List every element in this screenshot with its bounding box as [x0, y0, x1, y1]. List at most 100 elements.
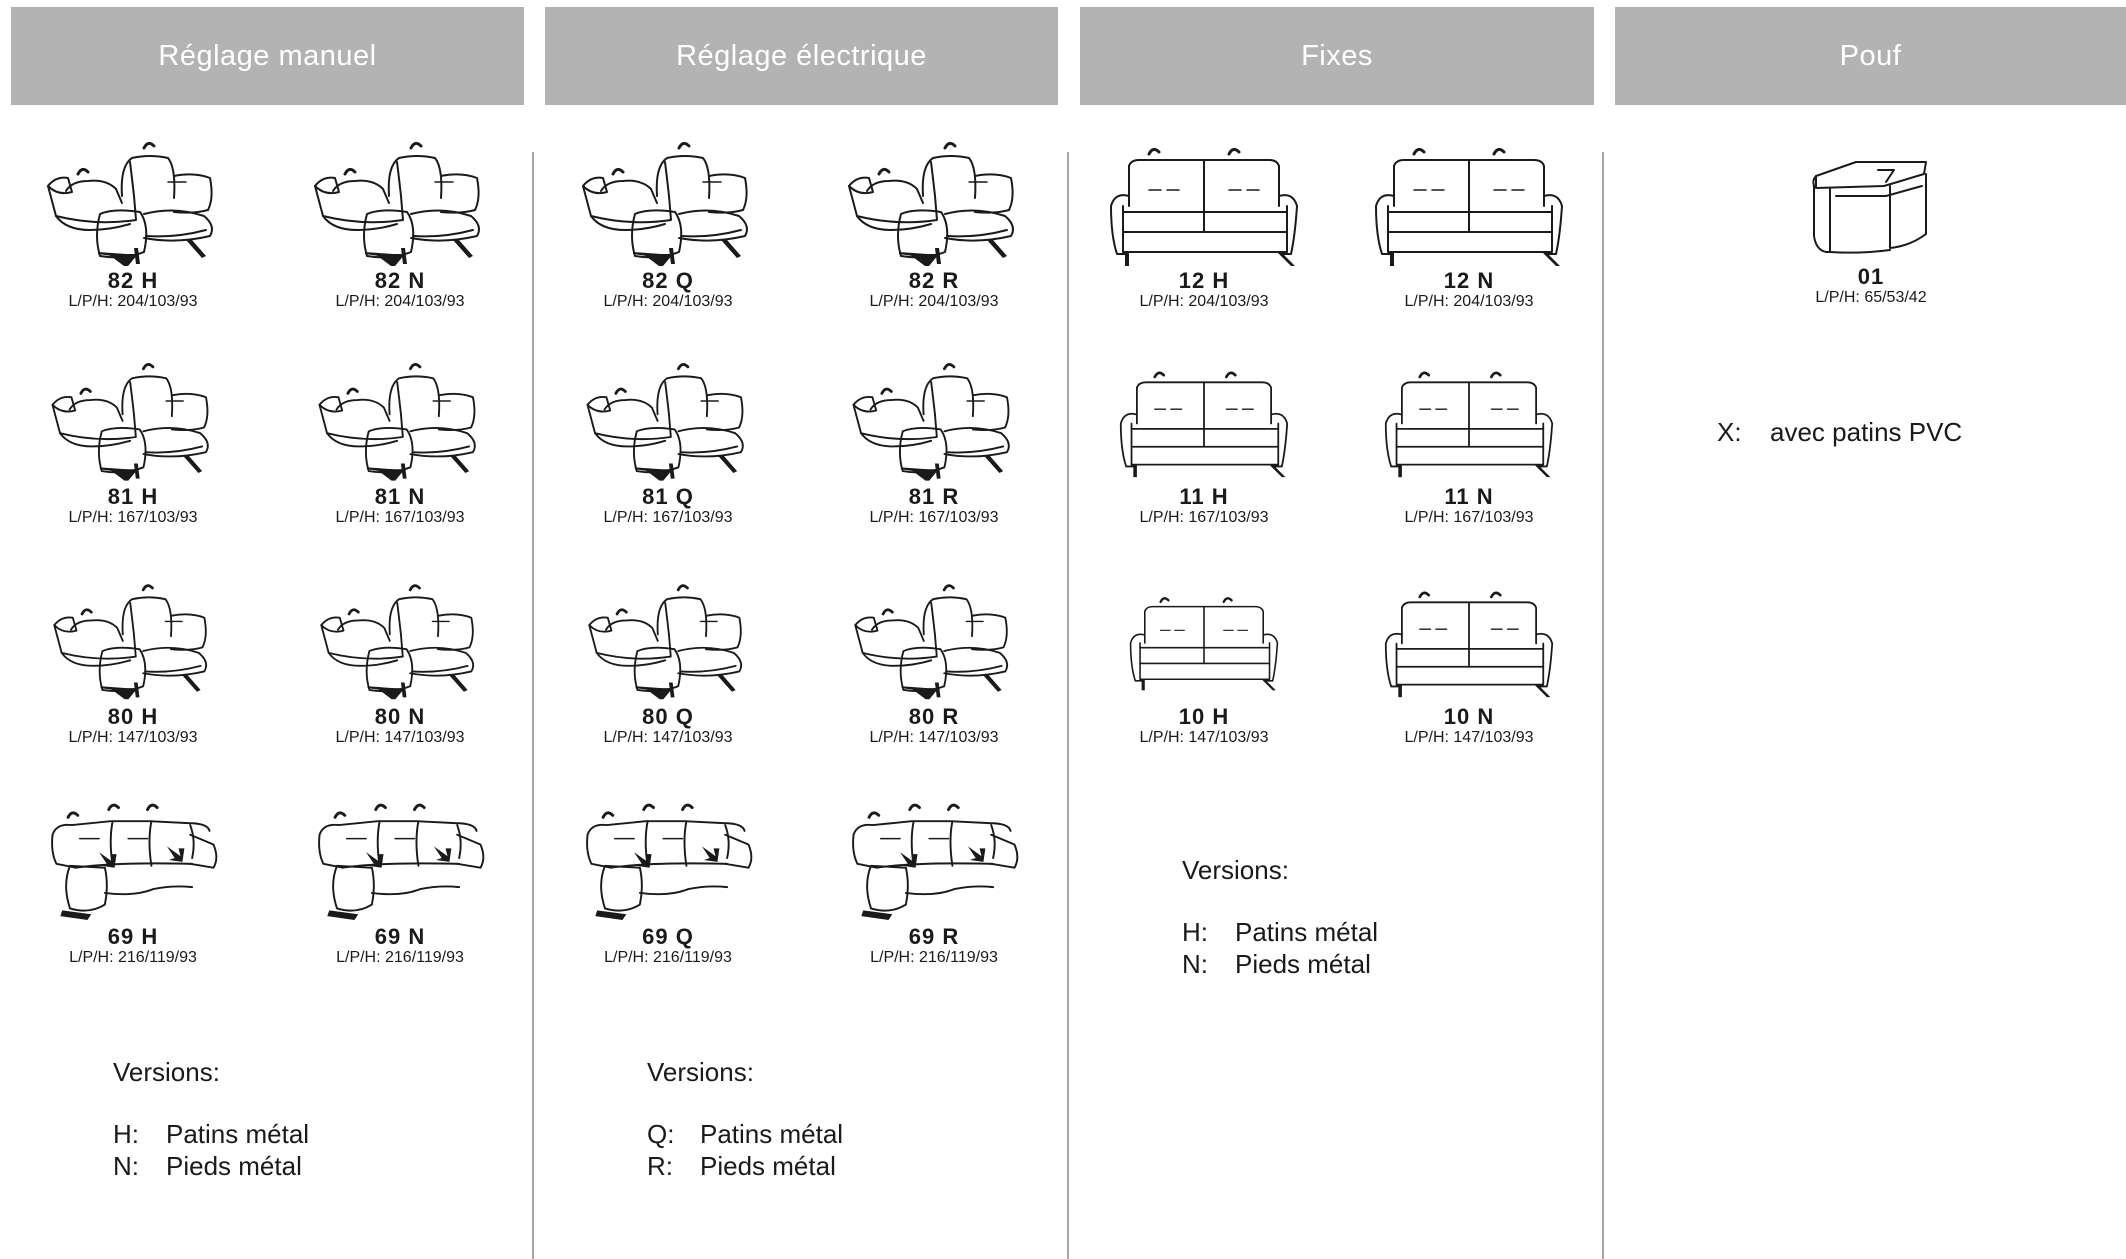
- product-dimensions: L/P/H: 167/103/93: [1139, 509, 1269, 526]
- pouf-note-row: X:avec patins PVC: [1717, 417, 1963, 447]
- product-80r: 80 R L/P/H: 147/103/93: [814, 576, 1054, 747]
- recliner-drawing-icon: [580, 576, 756, 702]
- sofa-drawing-icon: [1119, 356, 1289, 482]
- product-code: 82 R: [908, 268, 960, 293]
- versions-title: Versions:: [647, 1057, 754, 1087]
- recliner-drawing-icon: [38, 136, 228, 266]
- product-code: 80 N: [374, 704, 426, 729]
- product-code: 82 Q: [642, 268, 694, 293]
- version-row: N:Pieds métal: [113, 1151, 302, 1181]
- product-code: 69 R: [908, 924, 960, 949]
- product-dimensions: L/P/H: 167/103/93: [335, 509, 465, 526]
- header-pouf: Pouf: [1615, 7, 2126, 105]
- product-dimensions: L/P/H: 204/103/93: [68, 293, 198, 310]
- product-code: 12 N: [1443, 268, 1495, 293]
- sofa-drawing-icon: [1104, 136, 1304, 266]
- product-dimensions: L/P/H: 147/103/93: [1139, 729, 1269, 746]
- recliner3-drawing-icon: [839, 796, 1029, 922]
- product-code: 12 H: [1178, 268, 1230, 293]
- recliner3-drawing-icon: [305, 796, 495, 922]
- recliner-drawing-icon: [310, 356, 490, 482]
- product-code: 01: [1857, 264, 1885, 289]
- product-code: 69 Q: [642, 924, 694, 949]
- sofa-drawing-icon: [1129, 576, 1279, 702]
- product-code: 69 N: [374, 924, 426, 949]
- product-10h: 10 H L/P/H: 147/103/93: [1084, 576, 1324, 747]
- recliner-drawing-icon: [45, 576, 221, 702]
- product-code: 11 N: [1444, 484, 1494, 509]
- versions-note: Versions: H:Patins métal N:Pieds métal: [113, 1056, 309, 1182]
- product-69q: 69 Q L/P/H: 216/119/93: [548, 796, 788, 967]
- product-dimensions: L/P/H: 167/103/93: [1404, 509, 1534, 526]
- product-dimensions: L/P/H: 167/103/93: [869, 509, 999, 526]
- product-82h: 82 H L/P/H: 204/103/93: [13, 136, 253, 311]
- product-81n: 81 N L/P/H: 167/103/93: [280, 356, 520, 527]
- column-divider: [1602, 152, 1604, 1259]
- sofa-drawing-icon: [1369, 136, 1569, 266]
- recliner-drawing-icon: [839, 136, 1029, 266]
- product-81q: 81 Q L/P/H: 167/103/93: [548, 356, 788, 527]
- product-code: 80 R: [908, 704, 960, 729]
- product-dimensions: L/P/H: 167/103/93: [68, 509, 198, 526]
- product-12h: 12 H L/P/H: 204/103/93: [1084, 136, 1324, 311]
- product-code: 81 H: [107, 484, 159, 509]
- recliner-drawing-icon: [844, 356, 1024, 482]
- product-code: 82 N: [374, 268, 426, 293]
- versions-note: Versions: Q:Patins métal R:Pieds métal: [647, 1056, 843, 1182]
- sofa-drawing-icon: [1384, 356, 1554, 482]
- recliner-drawing-icon: [305, 136, 495, 266]
- product-69h: 69 H L/P/H: 216/119/93: [13, 796, 253, 967]
- column-divider: [532, 152, 534, 1259]
- version-row: H:Patins métal: [113, 1119, 310, 1149]
- product-code: 80 Q: [642, 704, 694, 729]
- version-row: R:Pieds métal: [647, 1151, 836, 1181]
- product-80n: 80 N L/P/H: 147/103/93: [280, 576, 520, 747]
- product-code: 10 H: [1178, 704, 1230, 729]
- product-80q: 80 Q L/P/H: 147/103/93: [548, 576, 788, 747]
- versions-title: Versions:: [113, 1057, 220, 1087]
- product-dimensions: L/P/H: 204/103/93: [603, 293, 733, 310]
- version-row: H:Patins métal: [1182, 917, 1379, 947]
- product-dimensions: L/P/H: 204/103/93: [1404, 293, 1534, 310]
- product-69r: 69 R L/P/H: 216/119/93: [814, 796, 1054, 967]
- product-81r: 81 R L/P/H: 167/103/93: [814, 356, 1054, 527]
- product-82n: 82 N L/P/H: 204/103/93: [280, 136, 520, 311]
- recliner-drawing-icon: [573, 136, 763, 266]
- recliner-drawing-icon: [43, 356, 223, 482]
- product-01: 01 L/P/H: 65/53/42: [1751, 140, 1991, 307]
- recliner-drawing-icon: [578, 356, 758, 482]
- product-11h: 11 H L/P/H: 167/103/93: [1084, 356, 1324, 527]
- versions-note: Versions: H:Patins métal N:Pieds métal: [1182, 854, 1378, 980]
- product-69n: 69 N L/P/H: 216/119/93: [280, 796, 520, 967]
- product-code: 81 Q: [642, 484, 694, 509]
- recliner3-drawing-icon: [573, 796, 763, 922]
- product-81h: 81 H L/P/H: 167/103/93: [13, 356, 253, 527]
- header-reglage-electrique: Réglage électrique: [545, 7, 1058, 105]
- header-reglage-manuel: Réglage manuel: [11, 7, 524, 105]
- column-divider: [1067, 152, 1069, 1259]
- sofa-drawing-icon: [1384, 576, 1554, 702]
- product-82r: 82 R L/P/H: 204/103/93: [814, 136, 1054, 311]
- product-code: 82 H: [107, 268, 159, 293]
- pouf-note: X:avec patins PVC: [1717, 416, 1962, 448]
- product-code: 11 H: [1179, 484, 1229, 509]
- recliner3-drawing-icon: [38, 796, 228, 922]
- product-dimensions: L/P/H: 147/103/93: [1404, 729, 1534, 746]
- product-code: 81 R: [908, 484, 960, 509]
- product-82q: 82 Q L/P/H: 204/103/93: [548, 136, 788, 311]
- product-code: 10 N: [1443, 704, 1495, 729]
- pouf-drawing-icon: [1806, 140, 1936, 262]
- product-dimensions: L/P/H: 167/103/93: [603, 509, 733, 526]
- product-dimensions: L/P/H: 204/103/93: [869, 293, 999, 310]
- product-dimensions: L/P/H: 204/103/93: [1139, 293, 1269, 310]
- recliner-drawing-icon: [312, 576, 488, 702]
- product-code: 80 H: [107, 704, 159, 729]
- product-dimensions: L/P/H: 147/103/93: [335, 729, 465, 746]
- product-10n: 10 N L/P/H: 147/103/93: [1349, 576, 1589, 747]
- product-dimensions: L/P/H: 65/53/42: [1815, 289, 1927, 306]
- product-11n: 11 N L/P/H: 167/103/93: [1349, 356, 1589, 527]
- product-dimensions: L/P/H: 216/119/93: [336, 949, 464, 966]
- product-dimensions: L/P/H: 147/103/93: [869, 729, 999, 746]
- product-dimensions: L/P/H: 216/119/93: [69, 949, 197, 966]
- version-row: N:Pieds métal: [1182, 949, 1371, 979]
